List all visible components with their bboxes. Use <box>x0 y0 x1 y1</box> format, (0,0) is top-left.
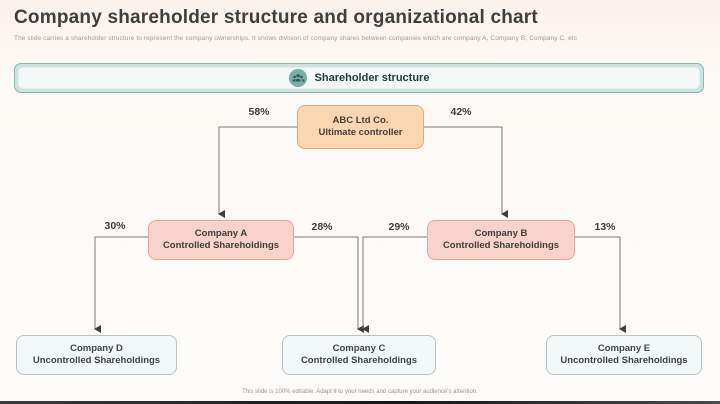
org-node-subtitle: Uncontrolled Shareholdings <box>560 355 688 366</box>
org-node-name: Company A <box>194 228 248 240</box>
share-label-companyB-companyC: 29% <box>388 221 410 233</box>
connector-companyA-companyC <box>294 236 364 333</box>
org-node-company-c[interactable]: Company C Controlled Shareholdings <box>282 335 436 375</box>
org-node-company-a[interactable]: Company A Controlled Shareholdings <box>148 220 294 260</box>
shareholder-structure-banner[interactable]: Shareholder structure <box>14 63 704 93</box>
org-node-company-e[interactable]: Company E Uncontrolled Shareholdings <box>546 335 702 375</box>
slide-subtitle: The slide carries a shareholder structur… <box>14 35 578 42</box>
org-node-name: Company E <box>597 343 651 355</box>
org-node-subtitle: Controlled Shareholdings <box>442 240 560 251</box>
org-node-subtitle: Ultimate controller <box>318 127 403 138</box>
connector-companyA-companyD <box>94 236 148 333</box>
org-node-subtitle: Controlled Shareholdings <box>300 355 418 366</box>
share-label-companyA-companyD: 30% <box>104 220 126 232</box>
connector-abc-companyB <box>424 126 508 218</box>
org-node-subtitle: Uncontrolled Shareholdings <box>32 355 161 366</box>
banner-inner: Shareholder structure <box>18 67 700 89</box>
connector-abc-companyA <box>218 126 297 218</box>
org-node-name: Company C <box>332 343 386 355</box>
share-label-companyB-companyE: 13% <box>594 221 616 233</box>
slide-title: Company shareholder structure and organi… <box>14 7 538 28</box>
org-node-name: Company D <box>70 343 123 355</box>
org-node-subtitle: Controlled Shareholdings <box>162 240 280 251</box>
org-node-abc-ltd[interactable]: ABC Ltd Co. Ultimate controller <box>297 105 424 149</box>
org-node-company-d[interactable]: Company D Uncontrolled Shareholdings <box>16 335 177 375</box>
share-label-companyA-companyC: 28% <box>311 221 333 233</box>
share-label-abc-companyB: 42% <box>450 106 472 118</box>
people-group-icon <box>288 69 307 87</box>
share-label-abc-companyA: 58% <box>248 106 270 118</box>
org-node-name: Company B <box>474 228 528 240</box>
screenshot-bottom-edge <box>0 401 720 404</box>
slide-footer-note: This slide is 100% editable. Adapt it to… <box>242 389 478 395</box>
org-node-company-b[interactable]: Company B Controlled Shareholdings <box>427 220 575 260</box>
org-node-name: ABC Ltd Co. <box>332 115 389 127</box>
banner-label: Shareholder structure <box>314 72 430 84</box>
connector-companyB-companyC <box>362 236 427 333</box>
connector-companyB-companyE <box>575 236 626 333</box>
